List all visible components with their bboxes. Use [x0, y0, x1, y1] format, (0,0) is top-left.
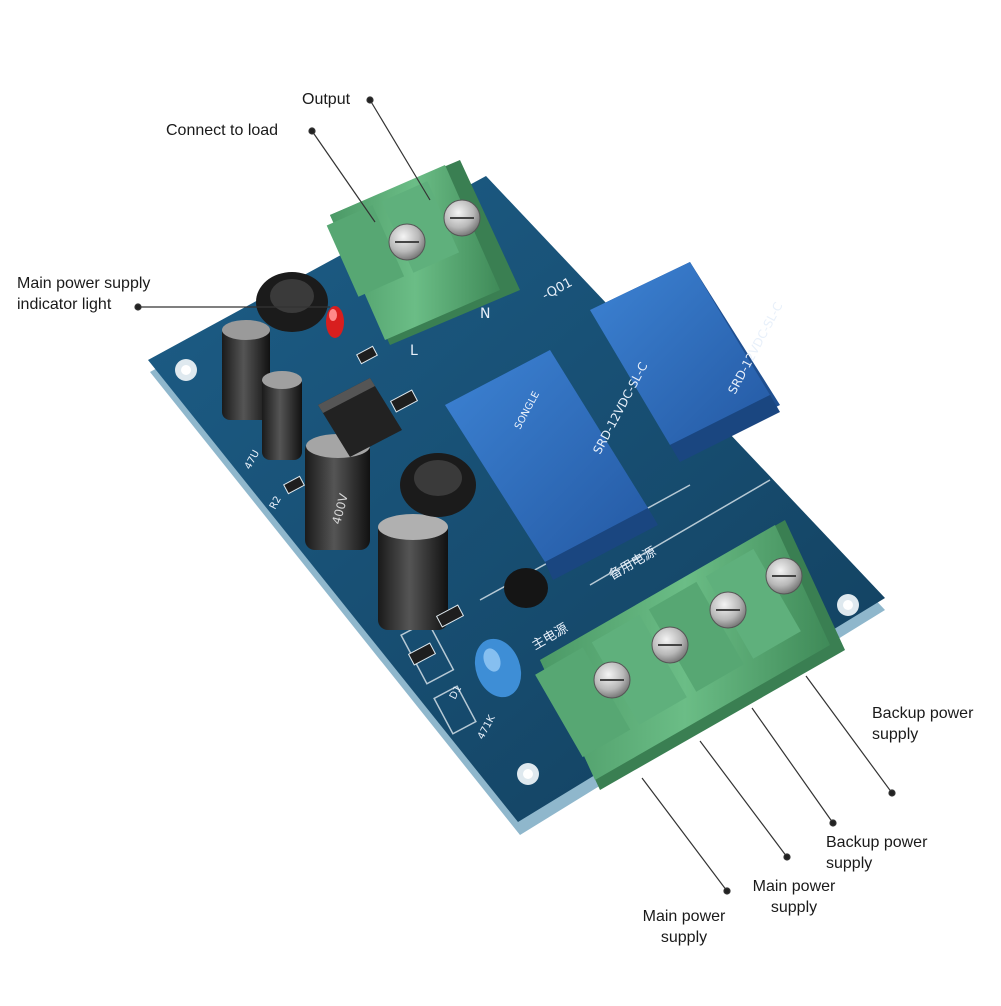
capacitor-icon [222, 320, 448, 630]
label-main-power-supply-2: Main power supply [642, 908, 726, 946]
screw-icon [593, 557, 803, 699]
silk-n: N [480, 306, 490, 322]
varistor [474, 638, 522, 698]
silk-l: L [410, 343, 418, 359]
led-icon [326, 306, 344, 338]
relay-icon [445, 350, 658, 580]
thermistor [504, 568, 548, 608]
ic-chip [318, 378, 402, 457]
leader-lines [134, 96, 896, 895]
label-backup-power-supply-2: Backup power supply [826, 834, 928, 872]
label-main-power-supply-1: Main power supply [752, 878, 836, 916]
label-output: Output [302, 91, 351, 108]
relay-icon [590, 262, 780, 462]
label-connect-to-load: Connect to load [166, 122, 279, 139]
mounting-holes [175, 359, 859, 785]
label-backup-power-supply-1: Backup power supply [872, 705, 974, 743]
inductor [256, 272, 476, 517]
label-main-power-indicator: Main power supply indicator light [17, 275, 151, 313]
screw-icon [388, 199, 481, 261]
smd-parts [283, 345, 465, 666]
